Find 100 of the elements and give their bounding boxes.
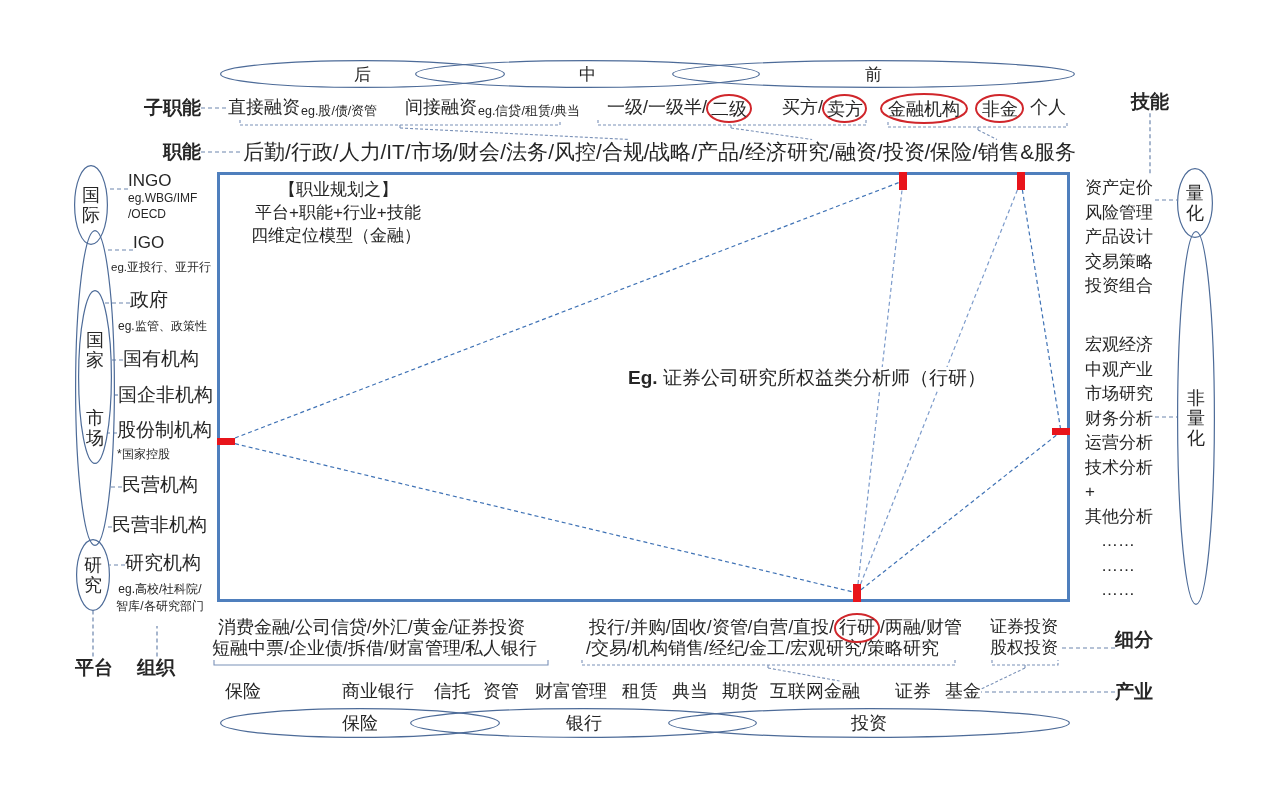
dimension-heading: 职能 <box>163 140 201 164</box>
leader-line <box>156 625 158 658</box>
industry-text: 典当 <box>672 681 708 703</box>
dimension-heading: 细分 <box>1115 628 1153 652</box>
ellipse-label: 投资 <box>851 713 887 734</box>
organization-text: 研究机构 <box>125 551 201 575</box>
skill-list: …… <box>1101 578 1135 603</box>
industry-text: 资管 <box>483 681 519 703</box>
dashed-line <box>234 181 900 439</box>
marker-bar <box>217 438 235 445</box>
leader-line <box>92 610 94 658</box>
dimension-heading: 平台 <box>75 656 113 680</box>
example-note: eg.亚投行、亚开行 <box>111 261 211 275</box>
group-ellipse <box>668 708 1070 738</box>
circled-text: 金融机构 <box>888 98 960 119</box>
leader-line <box>980 691 1116 693</box>
industry-text: 基金 <box>945 681 981 703</box>
group-ellipse <box>1177 168 1213 238</box>
ellipse-label: 非量化 <box>1187 388 1205 449</box>
organization-text: 国企非机构 <box>118 383 213 407</box>
leader-line <box>103 302 131 304</box>
skill-list: + <box>1085 480 1095 505</box>
ellipse-label: 国际 <box>82 185 100 226</box>
ellipse-label: 后 <box>354 64 371 84</box>
ellipse-label: 前 <box>865 64 882 84</box>
industry-text: 证券 <box>895 681 931 703</box>
organization-text: IGO <box>133 233 165 254</box>
industry-text: 信托 <box>434 681 470 703</box>
title-text: 平台+职能+行业+技能 <box>255 203 421 224</box>
leader-line <box>110 486 123 488</box>
organization-text: 国有机构 <box>123 347 199 371</box>
organization-text: 民营非机构 <box>112 513 207 537</box>
list-text: /交易/机构销售/经纪/金工/宏观研究/策略研究 <box>586 637 940 659</box>
frame-box <box>217 172 1070 602</box>
ellipse-label: 银行 <box>565 713 602 734</box>
bracket-connector <box>597 119 867 141</box>
list-text: 买方/ <box>782 97 823 119</box>
bracket-connector <box>581 659 956 682</box>
group-ellipse <box>220 708 500 738</box>
leader-line <box>107 432 118 434</box>
marker-bar <box>1017 172 1025 190</box>
segment-text: 证券投资股权投资 <box>990 616 1060 658</box>
industry-text: 租赁 <box>622 681 658 703</box>
list-text: 一级/一级半/ <box>607 97 707 119</box>
dashed-line <box>860 189 1018 585</box>
dashed-line <box>857 189 903 585</box>
highlight-circle <box>706 94 752 123</box>
industry-text: 商业银行 <box>342 681 414 703</box>
dimension-heading: 产业 <box>1115 680 1153 704</box>
skill-list: …… <box>1101 553 1135 578</box>
ellipse-label: 市场 <box>86 408 104 449</box>
organization-text: 民营机构 <box>122 473 198 497</box>
list-text: 短融中票/企业债/拆借/财富管理/私人银行 <box>212 637 538 659</box>
skill-list: 其他分析 <box>1085 504 1153 529</box>
circled-text: 行研 <box>839 618 875 638</box>
industry-text: 互联网金融 <box>770 681 860 703</box>
title-text: 四维定位模型（金融） <box>251 226 421 247</box>
circled-text: 卖方 <box>826 98 863 119</box>
industry-text: 财富管理 <box>535 681 607 703</box>
example-note: eg.信贷/租赁/典当 <box>478 103 581 119</box>
list-text: 投行/并购/固收/资管/自营/直投/ <box>589 616 835 638</box>
group-ellipse <box>1177 231 1215 605</box>
example-note: eg.高校/社科院/智库/各研究部门 <box>115 581 205 615</box>
group-ellipse <box>672 60 1075 88</box>
marker-bar <box>853 584 861 602</box>
group-ellipse <box>220 60 505 88</box>
group-ellipse <box>78 290 112 464</box>
organization-text: INGO <box>128 171 172 192</box>
dashed-line <box>860 434 1058 591</box>
organization-text: 政府 <box>130 288 168 312</box>
group-ellipse <box>76 539 110 611</box>
bracket-connector <box>887 121 1068 141</box>
leader-line <box>1059 647 1116 649</box>
example-note: eg.股/债/资管 <box>301 103 378 119</box>
subfunction-text: 直接融资 <box>228 97 300 119</box>
circled-text: 非金 <box>981 98 1018 119</box>
ellipse-label: 保险 <box>342 713 378 734</box>
list-text: 个人 <box>1030 97 1066 119</box>
skill-list: 资产定价风险管理产品设计交易策略投资组合 <box>1085 176 1155 299</box>
group-ellipse <box>410 708 757 738</box>
circled-text: 二级 <box>711 98 747 119</box>
marker-bar <box>1052 428 1070 435</box>
skill-list: 宏观经济中观产业市场研究财务分析运营分析技术分析 <box>1085 333 1155 480</box>
list-text: 消费金融/公司信贷/外汇/黄金/证券投资 <box>218 616 526 638</box>
leader-line <box>108 564 126 566</box>
skill-list: …… <box>1101 529 1135 554</box>
dimension-heading: 技能 <box>1131 90 1169 114</box>
title-text: 【职业规划之】 <box>278 180 398 200</box>
example-note: *国家控股 <box>117 447 170 462</box>
ellipse-label: 量化 <box>1186 183 1204 224</box>
list-text: /两融/财管 <box>880 616 962 638</box>
group-ellipse <box>415 60 760 88</box>
organization-text: 股份制机构 <box>117 418 212 442</box>
highlight-circle <box>975 94 1024 123</box>
industry-text: 期货 <box>722 681 758 703</box>
leader-line <box>111 359 124 361</box>
industry-text: 保险 <box>225 681 261 703</box>
dimension-heading: 组织 <box>137 656 175 680</box>
subfunction-text: 间接融资 <box>405 97 477 119</box>
leader-line <box>1154 199 1178 201</box>
